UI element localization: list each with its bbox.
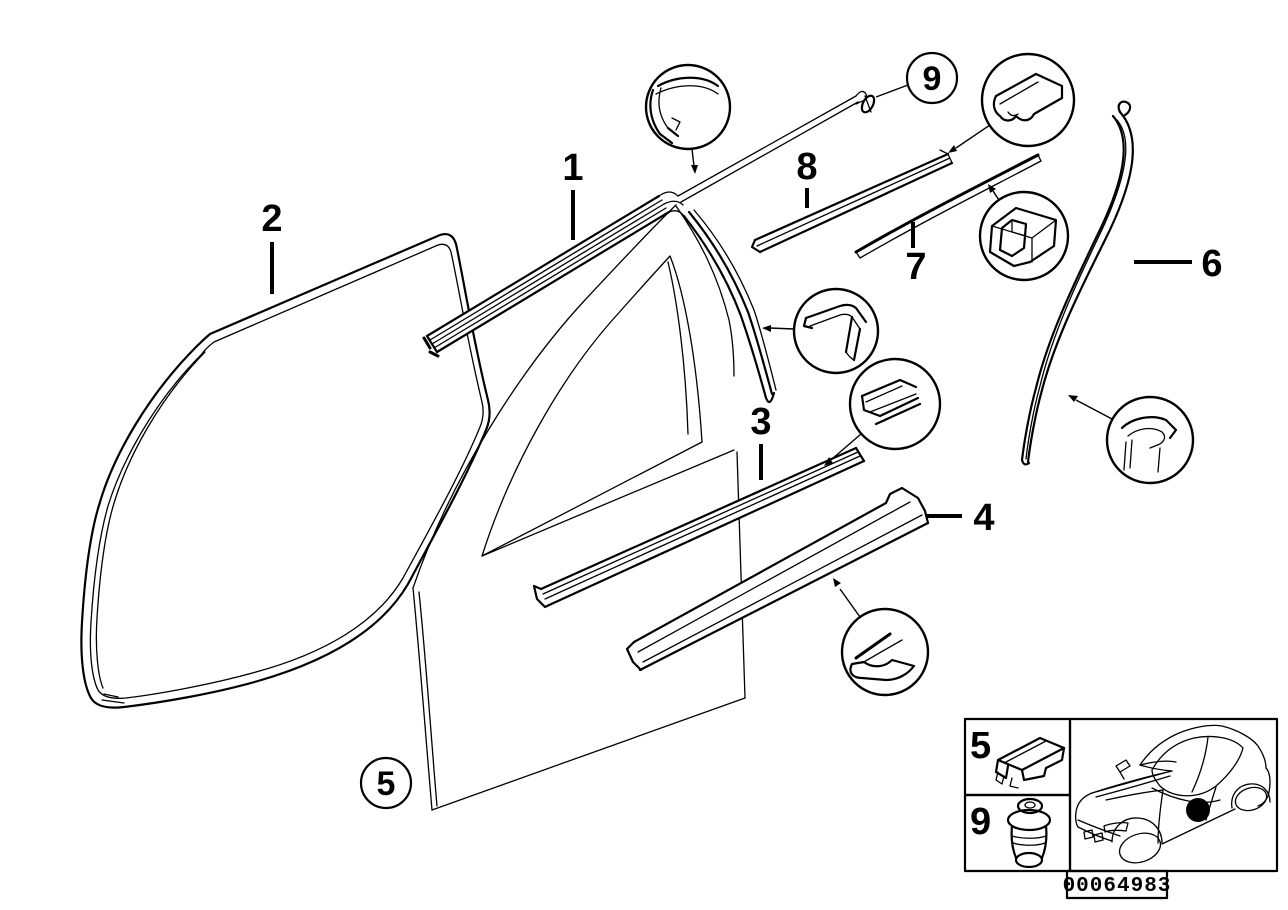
legend-row2-label: 9 bbox=[970, 801, 991, 843]
door-outline bbox=[412, 204, 746, 811]
callout-1-label: 1 bbox=[562, 147, 583, 189]
detail-circle-clip-8 bbox=[948, 52, 1076, 153]
callout-2: 2 bbox=[261, 198, 283, 294]
callout-6: 6 bbox=[1134, 243, 1223, 285]
callout-9: 9 bbox=[875, 51, 959, 105]
detail-circle-frame-corner bbox=[762, 287, 880, 375]
callout-9-label: 9 bbox=[923, 60, 942, 98]
callout-1: 1 bbox=[562, 147, 584, 240]
callout-6-label: 6 bbox=[1201, 243, 1222, 285]
roof-strip-8 bbox=[750, 149, 954, 254]
b-pillar-window-guide bbox=[682, 209, 777, 404]
callout-3: 3 bbox=[750, 401, 772, 480]
callout-7-label: 7 bbox=[905, 246, 926, 288]
belt-strip-outer bbox=[532, 446, 866, 609]
clip-icon bbox=[994, 736, 1066, 789]
detail-circle-belt-profile bbox=[824, 357, 942, 466]
callout-5-label: 5 bbox=[377, 765, 396, 803]
detail-circle-end-cap bbox=[833, 578, 930, 697]
roof-rail-trim bbox=[677, 90, 868, 203]
callout-4-label: 4 bbox=[973, 497, 994, 539]
callout-3-label: 3 bbox=[750, 401, 771, 443]
legend-row1-label: 5 bbox=[970, 725, 991, 767]
detail-circle-channel-trim bbox=[644, 63, 732, 174]
callout-4: 4 bbox=[926, 497, 995, 539]
callout-2-label: 2 bbox=[261, 198, 282, 240]
callout-7: 7 bbox=[905, 222, 927, 288]
clip-9-part bbox=[860, 94, 876, 114]
rear-edge-strip bbox=[1020, 100, 1134, 466]
callout-8: 8 bbox=[796, 146, 818, 208]
detail-circle-rear-strip-profile bbox=[1068, 395, 1195, 485]
door-weatherstrip-loop bbox=[80, 232, 491, 709]
part-number: 00064983 bbox=[1063, 875, 1172, 898]
callout-5: 5 bbox=[359, 756, 413, 810]
roof-strip-7 bbox=[854, 153, 1042, 259]
grommet-icon bbox=[1006, 797, 1052, 869]
front-window-channel-trim bbox=[422, 191, 685, 358]
legend-box: 5 9 bbox=[963, 717, 1279, 900]
part-number-box: 00064983 bbox=[1063, 869, 1172, 900]
belt-strip-lower bbox=[625, 486, 930, 672]
door-location-dot bbox=[1186, 798, 1210, 822]
callout-8-label: 8 bbox=[796, 146, 817, 188]
detail-circle-clip-7 bbox=[978, 184, 1070, 282]
car-icon bbox=[1074, 724, 1271, 864]
